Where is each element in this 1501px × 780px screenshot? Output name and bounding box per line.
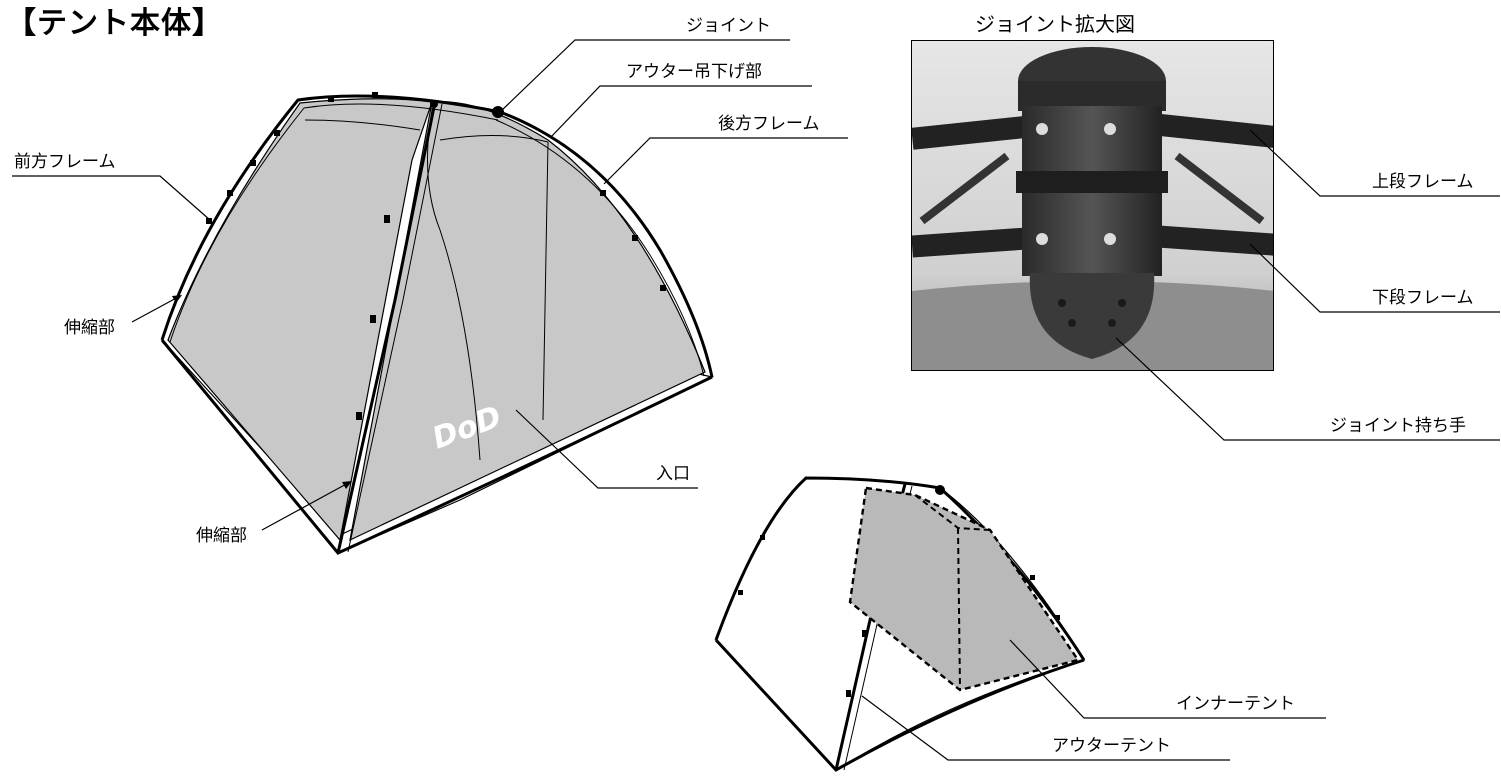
label-telescopic-1: 伸縮部 xyxy=(64,318,115,338)
label-joint-handle: ジョイント持ち手 xyxy=(1330,416,1466,436)
label-inner-tent: インナーテント xyxy=(1176,694,1295,714)
page-title: 【テント本体】 xyxy=(6,6,223,41)
leader-joint-handle xyxy=(1115,337,1500,441)
label-entrance: 入口 xyxy=(656,464,690,484)
leader-front-frame xyxy=(12,175,211,221)
leader-upper-frame xyxy=(1249,129,1500,197)
label-telescopic-2: 伸縮部 xyxy=(196,526,247,546)
label-outer-tent: アウターテント xyxy=(1052,736,1171,756)
label-front-frame: 前方フレーム xyxy=(14,152,116,172)
label-outer-hanger: アウター吊下げ部 xyxy=(626,62,762,82)
leader-telescopic-2 xyxy=(261,481,351,531)
leader-entrance xyxy=(515,409,698,489)
label-joint: ジョイント xyxy=(686,16,771,36)
leader-rear-frame xyxy=(603,137,848,185)
joint-zoom-photo xyxy=(911,40,1274,371)
center-pole xyxy=(336,101,437,554)
inner-tent-shape xyxy=(848,486,1080,692)
label-rear-frame: 後方フレーム xyxy=(718,114,820,134)
label-upper-frame: 上段フレーム xyxy=(1372,172,1474,192)
leader-lower-frame xyxy=(1249,243,1500,313)
leader-joint xyxy=(499,39,790,113)
leader-inner-tent xyxy=(1009,639,1326,719)
leader-telescopic-1 xyxy=(131,295,181,323)
zoom-caption: ジョイント拡大図 xyxy=(975,12,1135,36)
tent-side-panel xyxy=(349,101,706,542)
label-lower-frame: 下段フレーム xyxy=(1372,288,1474,308)
leader-outer-hanger xyxy=(549,85,812,139)
rear-frame-pole xyxy=(499,110,714,378)
front-frame-pole xyxy=(160,94,501,341)
leader-outer-tent xyxy=(861,695,1230,761)
